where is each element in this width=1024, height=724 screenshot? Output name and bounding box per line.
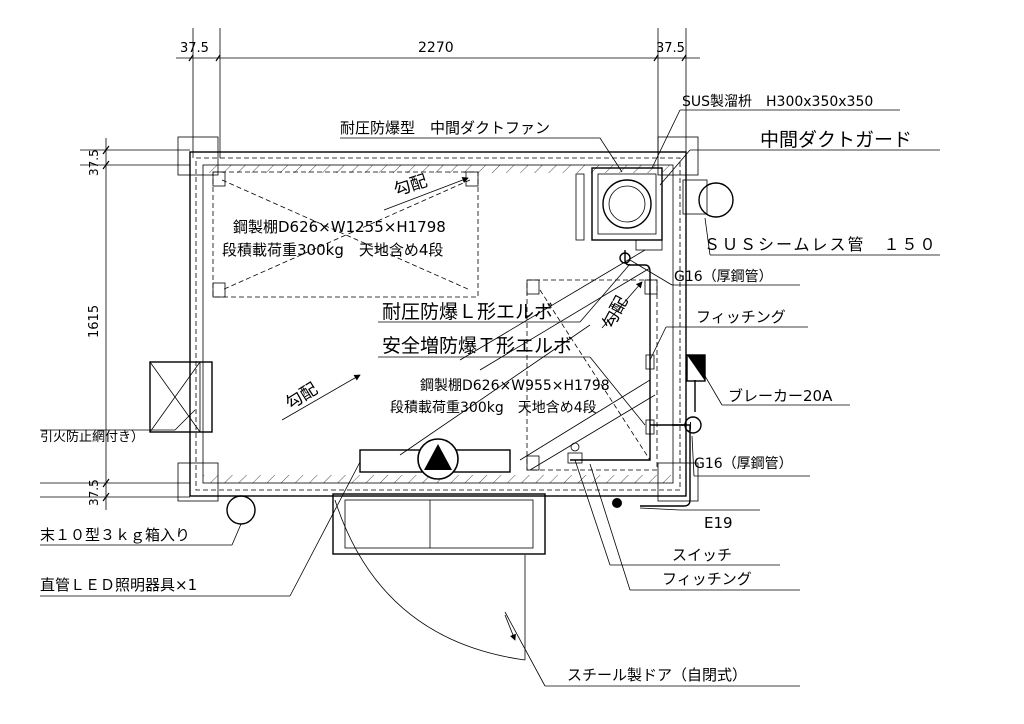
dim-top-left: 37.5 bbox=[180, 41, 209, 56]
dim-top-right: 37.5 bbox=[656, 41, 685, 56]
label-fitting-top: フィッチング bbox=[696, 308, 786, 326]
label-slope-top: 勾配 bbox=[391, 171, 430, 201]
label-l-elbow: 耐圧防爆Ｌ形エルボ bbox=[382, 301, 553, 323]
shelf-1 bbox=[212, 171, 479, 298]
label-door: スチール製ドア（自閉式） bbox=[567, 666, 747, 684]
label-duct-fan: 耐圧防爆型 中間ダクトファン bbox=[340, 119, 550, 137]
junction-box bbox=[684, 416, 702, 434]
label-sus-pit: SUS製溜枡 H300x350x350 bbox=[682, 94, 873, 110]
dim-left-top: 37.5 bbox=[87, 149, 101, 176]
dim-left-bottom: 37.5 bbox=[87, 479, 101, 506]
label-g16-top: G16（厚鋼管） bbox=[674, 269, 773, 285]
dim-left-middle: 1615 bbox=[87, 305, 102, 338]
label-shelf2-line1: 鋼製棚D626×W955×H1798 bbox=[420, 378, 610, 394]
sus-pit bbox=[682, 179, 708, 215]
label-g16-bottom: G16（厚鋼管） bbox=[694, 456, 793, 472]
slope-guides bbox=[399, 249, 656, 471]
label-shelf2-line2: 段積載荷重300kg 天地含め4段 bbox=[390, 400, 597, 416]
label-t-elbow: 安全増防爆Ｔ形エルボ bbox=[382, 335, 572, 357]
led-light bbox=[359, 438, 511, 480]
sus-pipe-circle bbox=[698, 182, 734, 218]
switch-symbol bbox=[612, 498, 622, 508]
fire-net-vent bbox=[149, 361, 213, 433]
slope-arrow-top bbox=[383, 177, 469, 211]
slope-arrow-left bbox=[281, 374, 361, 421]
label-switch: スイッチ bbox=[672, 546, 732, 564]
duct-fan bbox=[575, 167, 663, 251]
label-extinguisher: 末１０型３ｋｇ箱入り bbox=[40, 526, 190, 544]
conduits bbox=[567, 250, 696, 508]
door bbox=[332, 493, 546, 661]
label-led: 直管ＬＥＤ照明器具×1 bbox=[40, 576, 197, 594]
label-sus-pipe: ＳＵＳシームレス管 １５０ bbox=[704, 235, 938, 254]
breaker-symbol bbox=[686, 354, 706, 382]
label-firenet: 引火防止網付き） bbox=[40, 429, 144, 445]
dim-top-center: 2270 bbox=[418, 40, 454, 56]
leader-lines bbox=[40, 109, 940, 687]
junction-mark: J bbox=[688, 421, 692, 432]
label-e19: E19 bbox=[704, 514, 733, 532]
label-breaker: ブレーカー20A bbox=[728, 387, 833, 405]
extinguisher-circle bbox=[226, 495, 256, 525]
slope-arrow-right bbox=[601, 281, 643, 329]
dimension-lines bbox=[40, 28, 700, 510]
label-fitting-bottom: フィッチング bbox=[662, 570, 752, 588]
label-duct-guard: 中間ダクトガード bbox=[760, 129, 912, 151]
label-shelf1-line1: 鋼製棚D626×W1255×H1798 bbox=[233, 218, 446, 236]
label-shelf1-line2: 段積載荷重300kg 天地含め4段 bbox=[222, 241, 443, 259]
